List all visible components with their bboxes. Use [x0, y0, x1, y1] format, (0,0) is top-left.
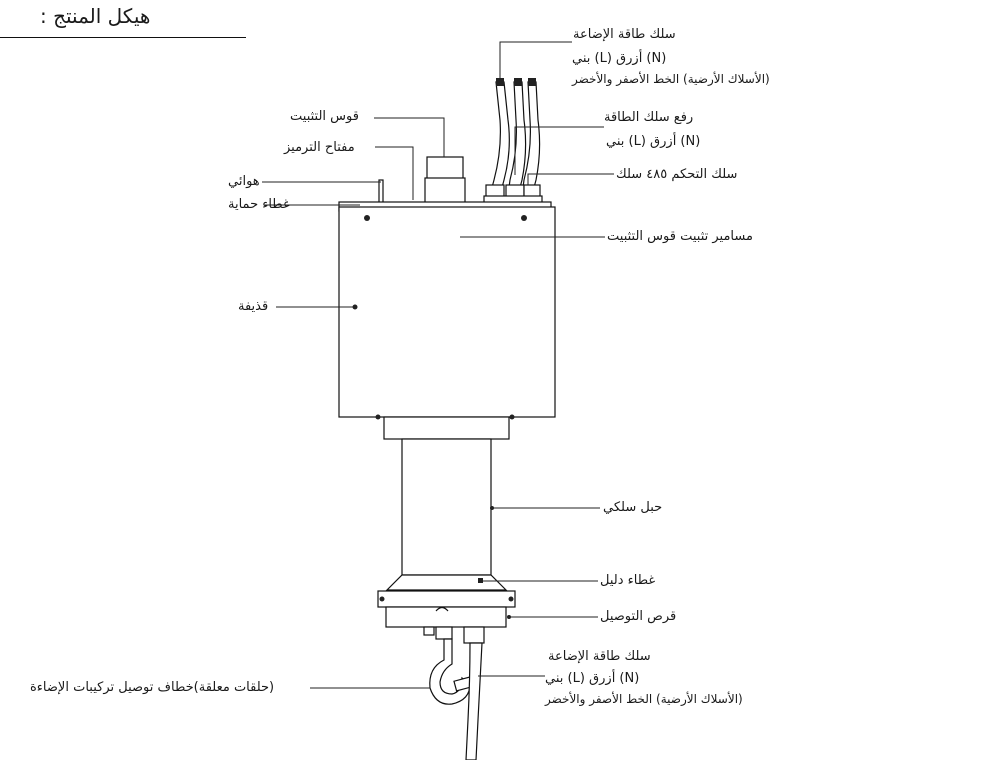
- guide-cover: [385, 574, 508, 591]
- shell-label: قذيفة: [238, 299, 269, 314]
- bottom-fittings: [423, 626, 485, 644]
- antenna: [378, 179, 384, 206]
- shell: [338, 206, 556, 420]
- lift-cable-colors: (N) أزرق (L) بني: [606, 134, 701, 149]
- light-cable-bottom-colors: (N) أزرق (L) بني: [545, 671, 640, 686]
- collar: [383, 416, 510, 440]
- wire-rope-label: حبل سلكي: [603, 500, 663, 515]
- guide-cover-label: غطاء دليل: [600, 573, 656, 588]
- fix-bracket-label: قوس التثبيت: [290, 109, 359, 124]
- light-cable-top-colors: (N) أزرق (L) بني: [572, 51, 667, 66]
- light-cable-bottom-label: سلك طاقة الإضاعة: [548, 649, 651, 664]
- connection-disc: [377, 590, 516, 628]
- light-cable-top-label: سلك طاقة الإضاعة: [573, 27, 676, 42]
- bottom-cable: [465, 642, 483, 760]
- lift-cable-label: رفع سلك الطاقة: [604, 110, 694, 125]
- bracket-screws-label: مسامير تثبيت قوس التثبيت: [607, 229, 753, 244]
- protective-cover-label: غطاء حماية: [228, 197, 290, 212]
- antenna-label: هوائي: [228, 174, 260, 189]
- code-switch-label: مفتاح الترميز: [284, 140, 355, 155]
- control-485-label: سلك التحكم ٤٨٥ سلك: [616, 167, 738, 182]
- leader-lines: [262, 41, 614, 689]
- hook: [429, 638, 473, 705]
- hook-label: (حلقات معلقة)خطاف توصيل تركيبات الإضاءة: [30, 680, 275, 695]
- light-cable-top-ground: (الأسلاك الأرضية) الخط الأصفر والأخضر: [572, 72, 770, 86]
- light-cable-bottom-ground: (الأسلاك الأرضية) الخط الأصفر والأخضر: [545, 692, 743, 706]
- cable-glands: [483, 184, 543, 205]
- page-title: هيكل المنتج :: [40, 4, 151, 28]
- connection-disc-label: قرص التوصيل: [600, 609, 677, 624]
- title-underline: [0, 37, 246, 38]
- wire-rope-tube: [401, 438, 494, 576]
